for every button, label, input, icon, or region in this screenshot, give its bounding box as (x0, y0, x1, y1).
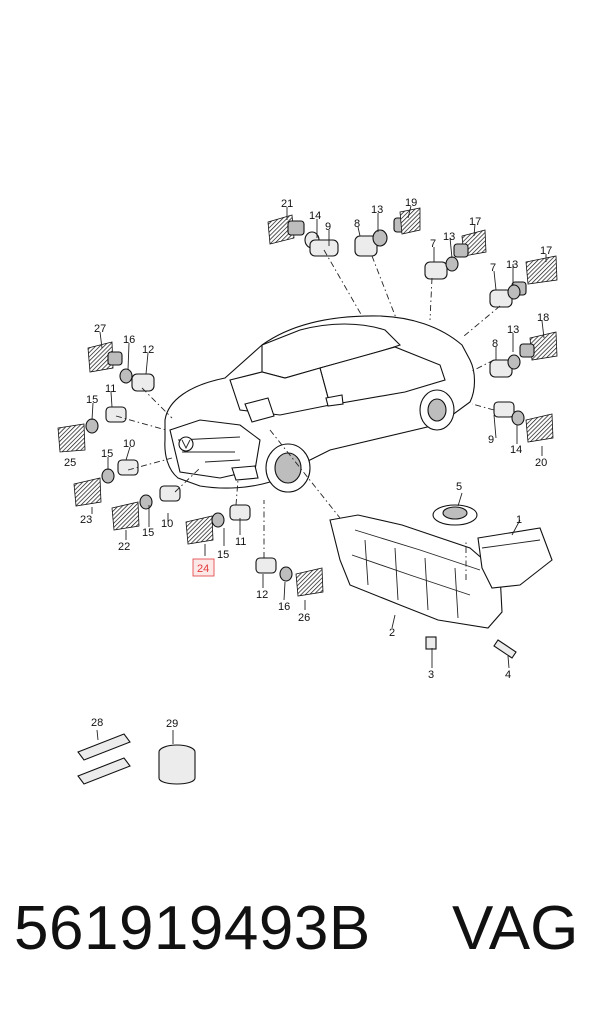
callout-label: 7 (430, 238, 436, 250)
callout-label: 27 (94, 323, 106, 335)
callout-label: 4 (505, 669, 511, 681)
sensor-components (57, 207, 558, 785)
control-module-bracket (329, 504, 553, 659)
callout-label: 15 (86, 394, 98, 406)
callout-label: 15 (217, 549, 229, 561)
highlight-box (192, 558, 215, 577)
callout-label: 16 (278, 601, 290, 613)
part-number: 561919493B (14, 894, 371, 963)
callout-label: 14 (309, 210, 321, 222)
callout-label: 21 (281, 198, 293, 210)
callout-label: 26 (298, 612, 310, 624)
callout-label: 9 (488, 434, 494, 446)
car-illustration (164, 315, 476, 493)
callout-label: 19 (405, 197, 417, 209)
callout-label: 1 (516, 514, 522, 526)
callout-label: 16 (123, 334, 135, 346)
callout-label: 17 (469, 216, 481, 228)
callout-label: 13 (443, 231, 455, 243)
callout-label: 9 (325, 221, 331, 233)
callout-label: 22 (118, 541, 130, 553)
brand-label: VAG (452, 894, 579, 963)
callout-label: 23 (80, 514, 92, 526)
callout-label: 13 (371, 204, 383, 216)
callout-label: 12 (142, 344, 154, 356)
callout-label: 14 (510, 444, 522, 456)
callout-label: 28 (91, 717, 103, 729)
callout-label: 18 (537, 312, 549, 324)
callout-labels: 21 14 9 8 13 19 17 7 13 17 7 13 27 16 12… (64, 197, 552, 730)
callout-label: 17 (540, 245, 552, 257)
callout-label: 13 (507, 324, 519, 336)
callout-label: 25 (64, 457, 76, 469)
callout-label: 8 (492, 338, 498, 350)
callout-label: 13 (506, 259, 518, 271)
callout-label: 29 (166, 718, 178, 730)
callout-label: 20 (535, 457, 547, 469)
callout-label-highlight: 24 (197, 563, 209, 575)
leader-lines (91, 205, 547, 744)
callout-label: 11 (235, 536, 246, 548)
callout-label: 15 (101, 448, 113, 460)
callout-label: 3 (428, 669, 434, 681)
callout-label: 8 (354, 218, 360, 230)
callout-label: 15 (142, 527, 154, 539)
callout-label: 11 (105, 383, 116, 395)
callout-label: 5 (456, 481, 462, 493)
callout-label: 10 (161, 518, 173, 530)
callout-label: 10 (123, 438, 135, 450)
parts-diagram: 21 14 9 8 13 19 17 7 13 17 7 13 27 16 12… (57, 197, 558, 785)
callout-label: 2 (389, 627, 395, 639)
callout-label: 7 (490, 262, 496, 274)
callout-label: 12 (256, 589, 268, 601)
